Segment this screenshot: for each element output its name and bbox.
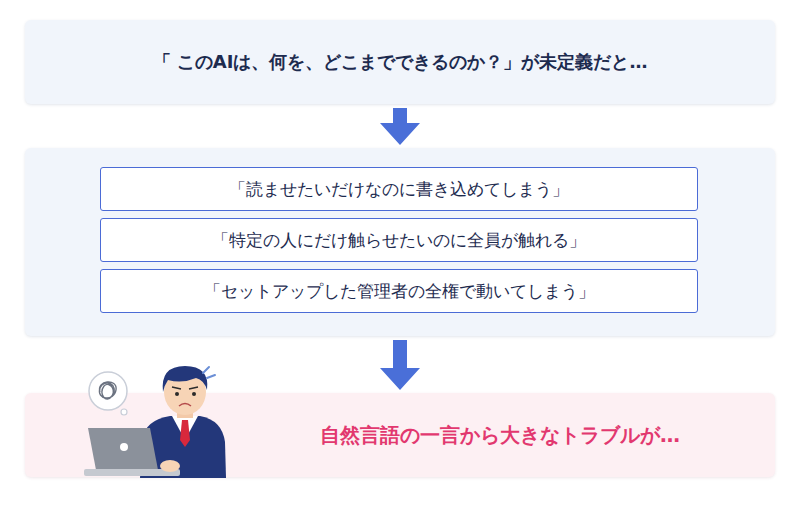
brows <box>172 387 198 389</box>
laptop-lid <box>88 428 158 470</box>
thought-bubble <box>89 372 127 410</box>
text-box: 「読ませたいだけなのに書き込めてしまう」 <box>100 167 698 211</box>
box-text: 「セットアップした管理者の全権で動いてしまう」 <box>204 280 595 303</box>
flow-arrow <box>380 340 420 390</box>
scribble <box>99 382 116 399</box>
hair <box>163 366 208 392</box>
box-text: 自然言語の一言から大きなトラブルが… <box>320 422 680 449</box>
sweat-marks <box>203 367 215 378</box>
box-text: 「特定の人にだけ触らせたいのに全員が触れる」 <box>212 229 586 252</box>
flow-arrow <box>380 108 420 145</box>
text-box: 「セットアップした管理者の全権で動いてしまう」 <box>100 269 698 313</box>
group-panel: 「読ませたいだけなのに書き込めてしまう」「特定の人にだけ触らせたいのに全員が触れ… <box>25 148 775 336</box>
laptop-logo <box>120 443 128 451</box>
bubble-dot <box>121 409 127 415</box>
hand <box>160 460 180 472</box>
box-text: 「 このAIは、何を、どこまでできるのか？」が未定義だと… <box>153 50 648 74</box>
text-box: 「特定の人にだけ触らせたいのに全員が触れる」 <box>100 218 698 262</box>
box-text: 「読ませたいだけなのに書き込めてしまう」 <box>229 178 569 201</box>
eye <box>192 392 196 396</box>
text-box: 「 このAIは、何を、どこまでできるのか？」が未定義だと… <box>25 20 775 104</box>
tie <box>180 420 190 447</box>
eye <box>175 392 179 396</box>
mouth <box>179 404 191 407</box>
